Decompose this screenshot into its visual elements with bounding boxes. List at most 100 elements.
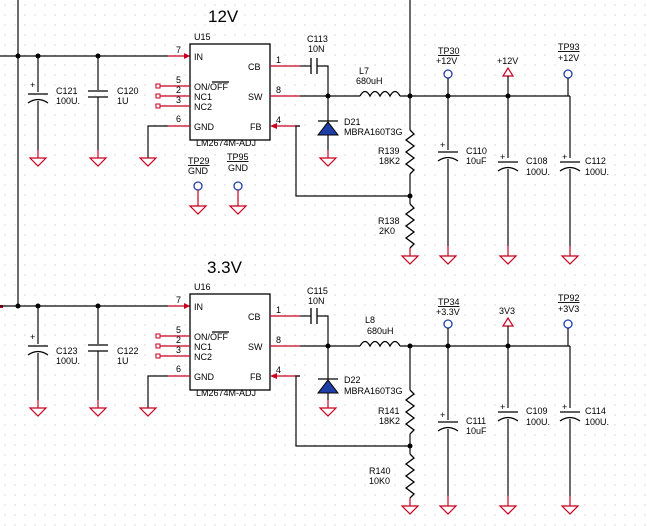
svg-text:TP95: TP95 — [227, 152, 249, 162]
capacitor-c113: C113 10N — [300, 34, 329, 96]
svg-text:L7: L7 — [359, 66, 369, 76]
svg-text:NC2: NC2 — [194, 352, 212, 362]
svg-text:1U: 1U — [117, 96, 129, 106]
svg-text:D21: D21 — [344, 117, 361, 127]
svg-text:+: + — [440, 140, 445, 150]
svg-text:+: + — [30, 80, 35, 90]
testpoint-tp29: TP29 GND — [188, 156, 210, 215]
svg-text:C109: C109 — [526, 406, 548, 416]
power-flag-12v: +12V — [497, 56, 518, 96]
svg-text:+: + — [562, 402, 567, 412]
svg-text:+12V: +12V — [558, 53, 579, 63]
testpoint-tp93: TP93 +12V — [558, 42, 580, 96]
svg-text:10N: 10N — [308, 44, 325, 54]
svg-text:6: 6 — [176, 114, 181, 124]
capacitor-c108: + C108 100U. — [497, 96, 550, 265]
svg-text:TP34: TP34 — [438, 297, 460, 307]
svg-text:+3V3: +3V3 — [558, 304, 579, 314]
svg-text:SW: SW — [248, 92, 263, 102]
svg-text:8: 8 — [276, 85, 281, 95]
svg-text:1: 1 — [276, 55, 281, 65]
svg-text:100U.: 100U. — [526, 167, 550, 177]
diode-d22: D22 MBRA160T3G — [316, 346, 403, 417]
svg-text:+: + — [500, 402, 505, 412]
svg-text:GND: GND — [194, 122, 215, 132]
svg-text:5: 5 — [176, 75, 181, 85]
svg-text:MBRA160T3G: MBRA160T3G — [344, 127, 403, 137]
inductor-l8: L8 680uH — [359, 315, 401, 348]
section-3v3: 3.3V + C123 100U. C122 1U — [0, 258, 609, 515]
svg-text:C122: C122 — [117, 346, 139, 356]
capacitor-c112: + C112 100U. — [559, 96, 609, 265]
testpoint-tp34: TP34 +3.3V — [436, 297, 460, 346]
svg-text:+: + — [500, 152, 505, 162]
svg-text:1U: 1U — [117, 356, 129, 366]
svg-text:+: + — [562, 152, 567, 162]
capacitor-c122: C122 1U — [88, 306, 139, 417]
svg-text:GND: GND — [194, 372, 215, 382]
svg-text:100U.: 100U. — [585, 167, 609, 177]
svg-text:100U.: 100U. — [56, 356, 80, 366]
svg-text:4: 4 — [276, 365, 281, 375]
svg-text:C121: C121 — [56, 86, 78, 96]
svg-text:+12V: +12V — [497, 56, 518, 66]
svg-text:10uF: 10uF — [466, 156, 487, 166]
svg-text:+: + — [440, 410, 445, 420]
svg-text:C115: C115 — [307, 286, 328, 296]
testpoint-tp92: TP92 +3V3 — [558, 293, 580, 346]
capacitor-c123: + C123 100U. — [27, 306, 80, 417]
ic-u16: U16 LM2674M-ADJ IN ON/OFF NC1 NC2 GND CB… — [138, 282, 300, 417]
svg-text:2K0: 2K0 — [379, 226, 395, 236]
svg-text:4: 4 — [276, 115, 281, 125]
svg-text:FB: FB — [250, 372, 262, 382]
svg-text:+: + — [30, 332, 35, 342]
svg-text:7: 7 — [176, 295, 181, 305]
capacitor-c115: C115 10N — [300, 286, 329, 346]
svg-text:R141: R141 — [378, 406, 400, 416]
inductor-l7: L7 680uH — [356, 66, 401, 98]
ic-u15: U15 LM2674M-ADJ IN ON/OFF NC1 NC2 GND CB… — [138, 32, 300, 167]
svg-text:LM2674M-ADJ: LM2674M-ADJ — [196, 388, 256, 398]
svg-text:C108: C108 — [526, 156, 548, 166]
svg-text:CB: CB — [248, 62, 261, 72]
section-title: 12V — [208, 7, 239, 26]
capacitor-c109: + C109 100U. — [497, 346, 550, 515]
svg-text:CB: CB — [248, 312, 261, 322]
svg-text:C113: C113 — [307, 34, 328, 44]
svg-text:18K2: 18K2 — [379, 156, 400, 166]
svg-text:C114: C114 — [585, 406, 606, 416]
svg-text:5: 5 — [176, 325, 181, 335]
svg-text:GND: GND — [188, 166, 209, 176]
svg-text:MBRA160T3G: MBRA160T3G — [344, 386, 403, 396]
svg-text:IN: IN — [194, 302, 203, 312]
svg-text:3: 3 — [176, 345, 181, 355]
capacitor-c111: + C111 10uF — [437, 346, 487, 515]
svg-text:U16: U16 — [194, 282, 211, 292]
svg-text:10K0: 10K0 — [369, 476, 390, 486]
svg-text:+3.3V: +3.3V — [436, 307, 460, 317]
testpoint-tp30: TP30 +12V — [436, 46, 460, 96]
svg-text:TP29: TP29 — [188, 156, 210, 166]
resistor-r139: R139 18K2 — [378, 96, 416, 175]
svg-text:FB: FB — [250, 122, 262, 132]
svg-text:6: 6 — [176, 364, 181, 374]
svg-text:R139: R139 — [378, 146, 400, 156]
svg-text:2: 2 — [176, 85, 181, 95]
capacitor-c114: + C114 100U. — [559, 346, 609, 515]
capacitor-c121: + C121 100U. — [27, 56, 80, 167]
svg-text:D22: D22 — [344, 375, 361, 385]
svg-text:10N: 10N — [308, 296, 325, 306]
resistor-r141: R141 18K2 — [378, 346, 416, 435]
svg-text:18K2: 18K2 — [379, 416, 400, 426]
svg-text:680uH: 680uH — [367, 326, 394, 336]
svg-text:U15: U15 — [194, 32, 211, 42]
svg-text:NC1: NC1 — [194, 342, 212, 352]
svg-text:GND: GND — [228, 163, 249, 173]
svg-text:NC1: NC1 — [194, 92, 212, 102]
svg-text:C110: C110 — [466, 146, 487, 156]
svg-text:R138: R138 — [378, 216, 400, 226]
svg-text:ON/OFF: ON/OFF — [194, 82, 228, 92]
testpoint-tp95: TP95 GND — [227, 152, 249, 215]
svg-text:SW: SW — [248, 342, 263, 352]
